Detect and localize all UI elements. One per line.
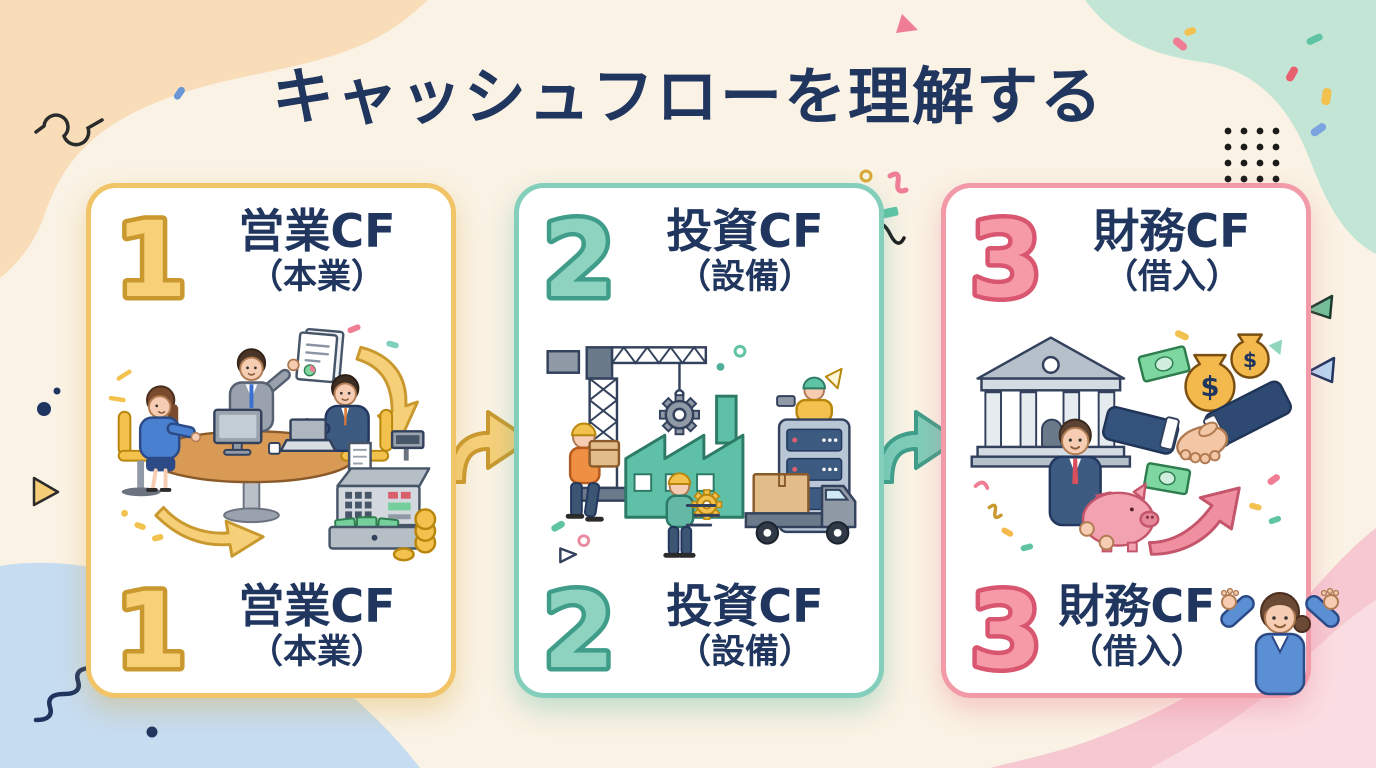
delivery-truck-icon	[685, 473, 857, 545]
coffee-cup-icon	[268, 442, 281, 455]
piggy-bank-icon	[1081, 482, 1160, 553]
dot	[37, 402, 51, 416]
ring-confetti	[859, 169, 873, 183]
confetti	[881, 206, 899, 219]
triangle-confetti	[1306, 356, 1336, 384]
pink-blob-inner	[1150, 600, 1376, 768]
card-financing-cf: 3 財務CF （借入）	[941, 183, 1311, 698]
card-1-title-block: 営業CF （本業）	[199, 206, 435, 297]
card-2-number: 2	[538, 198, 619, 316]
card-3-footer-number: 3	[965, 573, 1046, 685]
worker-on-rack-icon	[776, 376, 834, 423]
money-bag-icon: $	[1184, 353, 1236, 413]
card-1-footer-title: 営業CF	[238, 579, 396, 633]
svg-text:3: 3	[970, 573, 1042, 685]
triangle-confetti	[32, 476, 60, 507]
coins-icon	[392, 508, 437, 562]
financing-cf-illustration: $ $	[970, 330, 1292, 556]
celebrating-woman-icon	[1220, 587, 1340, 696]
handshake-icon	[1102, 380, 1292, 465]
card-2-footer: 2 投資CF （設備）	[529, 573, 869, 685]
dot	[53, 387, 61, 395]
card-1-footer-number: 1	[110, 573, 191, 685]
svg-text:3: 3	[970, 199, 1042, 316]
squiggle-confetti	[887, 171, 909, 194]
money-bag-icon: $	[1230, 333, 1270, 379]
card-2-footer-title-block: 投資CF （設備）	[627, 581, 863, 672]
dot	[146, 726, 158, 738]
bank-icon	[970, 336, 1132, 468]
card-2-header: 2 投資CF （設備）	[529, 198, 869, 316]
peach-blob	[0, 0, 428, 278]
cycle-arrow-right-icon	[154, 506, 265, 558]
card-1-number: 1	[110, 198, 191, 316]
laptop-icon	[279, 418, 337, 453]
card-investment-cf: 2 投資CF （設備）	[514, 183, 884, 698]
svg-text:1: 1	[115, 573, 187, 685]
confetti	[896, 14, 918, 33]
confetti	[1286, 66, 1298, 82]
businessman-sitting-icon	[298, 374, 370, 453]
card-2-subtitle: （設備）	[677, 256, 813, 297]
card-3-header: 3 財務CF （借入）	[956, 198, 1296, 316]
document-icon	[295, 327, 345, 384]
card-operating-cf: 1 営業CF （本業）	[86, 183, 456, 698]
confetti	[973, 330, 1283, 552]
confetti	[108, 324, 399, 542]
page-title: キャッシュフローを理解する	[271, 60, 1104, 133]
card-3-number: 3	[965, 198, 1046, 316]
confetti	[1184, 27, 1197, 36]
confetti	[551, 344, 843, 564]
cash-register-icon	[328, 430, 431, 550]
card-2-footer-number: 2	[538, 573, 619, 685]
worker-carrying-box-icon	[565, 422, 621, 522]
banknote-icon	[1143, 462, 1192, 496]
confetti	[173, 86, 185, 100]
card-2-footer-title: 投資CF	[666, 579, 824, 633]
banknote-icon	[1137, 345, 1191, 383]
operating-cf-illustration	[108, 324, 437, 562]
card-2-title: 投資CF	[666, 204, 824, 258]
zigzag-doodle-icon	[33, 665, 95, 723]
svg-text:2: 2	[543, 573, 615, 685]
gear-icon	[658, 394, 700, 436]
mint-blob	[1085, 0, 1376, 254]
card-3-footer-title-block: 財務CF （借入）	[1054, 581, 1290, 672]
card-2-title-block: 投資CF （設備）	[627, 206, 863, 297]
confetti	[1321, 88, 1332, 106]
businesswoman-icon	[138, 385, 201, 492]
card-1-header: 1 営業CF （本業）	[101, 198, 441, 316]
svg-text:2: 2	[543, 199, 615, 316]
card-3-footer-title: 財務CF	[1058, 579, 1216, 633]
card-1-footer-title-block: 営業CF （本業）	[199, 581, 435, 672]
growth-arrow-icon	[1147, 486, 1241, 556]
card-3-footer: 3 財務CF （借入）	[956, 573, 1296, 685]
svg-text:$: $	[1243, 348, 1257, 372]
confetti	[1310, 123, 1327, 137]
svg-text:$: $	[1200, 372, 1219, 403]
dot-grid	[1224, 127, 1280, 183]
card-1-subtitle: （本業）	[249, 256, 385, 297]
card-3-title: 財務CF	[1093, 204, 1251, 258]
card-1-footer: 1 営業CF （本業）	[101, 573, 441, 685]
card-2-footer-subtitle: （設備）	[677, 631, 813, 672]
card-3-subtitle: （借入）	[1104, 256, 1240, 297]
spiral-doodle-icon	[34, 113, 104, 147]
svg-text:1: 1	[115, 199, 187, 316]
investment-cf-illustration	[546, 344, 857, 564]
triangle-confetti	[1304, 294, 1334, 320]
businessman-with-piggy-icon	[1048, 418, 1160, 553]
card-3-title-block: 財務CF （借入）	[1054, 206, 1290, 297]
confetti	[1172, 37, 1188, 51]
card-1-footer-subtitle: （本業）	[249, 631, 385, 672]
card-3-footer-subtitle: （借入）	[1069, 631, 1205, 672]
confetti	[1306, 33, 1323, 45]
monitor-icon	[213, 408, 263, 456]
card-1-title: 営業CF	[238, 204, 396, 258]
